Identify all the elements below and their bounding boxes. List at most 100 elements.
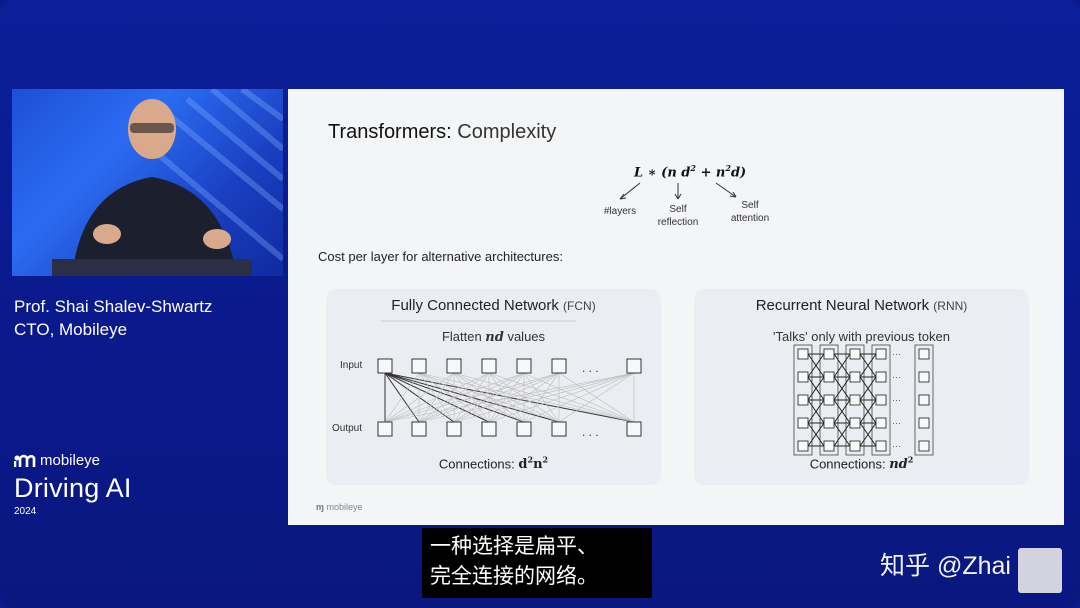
rnn-node — [918, 371, 930, 383]
rnn-connection — [859, 376, 877, 401]
corner-overlay — [1018, 548, 1062, 593]
slide-logo-icon: ɱ — [316, 502, 325, 512]
fcn-ellipsis-bottom: . . . — [582, 425, 599, 439]
fcn-output-node — [377, 421, 393, 437]
rnn-subtitle: 'Talks' only with previous token — [773, 329, 950, 344]
brand-block: mobileye Driving AI 2024 — [14, 452, 132, 517]
fcn-input-node — [516, 358, 532, 374]
rnn-ellipsis: ··· — [892, 372, 901, 382]
rnn-node — [849, 371, 861, 383]
fcn-output-node — [516, 421, 532, 437]
brand-year: 2024 — [14, 506, 37, 517]
rnn-title: Recurrent Neural Network (RNN) — [755, 297, 968, 314]
fcn-output-node — [481, 421, 497, 437]
fcn-input-node — [481, 358, 497, 374]
speaker-video — [12, 89, 283, 276]
fcn-input-node — [411, 358, 427, 374]
speaker-name: Prof. Shai Shalev-Shwartz — [14, 297, 213, 316]
rnn-node — [875, 394, 887, 406]
fcn-connection — [384, 372, 525, 423]
rnn-node — [875, 440, 887, 452]
fcn-connection — [453, 372, 560, 423]
rnn-connection — [807, 376, 825, 401]
rnn-diagram: ··············· — [793, 344, 934, 456]
fcn-subtitle: Flatten nd values — [441, 329, 546, 345]
rnn-connection — [807, 422, 825, 447]
fcn-connection — [453, 372, 635, 423]
speaker-caption: Prof. Shai Shalev-Shwartz CTO, Mobileye — [14, 295, 212, 341]
cost-per-layer-text: Cost per layer for alternative architect… — [318, 249, 563, 264]
fcn-connection — [488, 372, 635, 423]
rnn-connection — [859, 353, 877, 378]
rnn-node — [875, 348, 887, 360]
speaker-video-graphic — [52, 89, 283, 276]
rnn-ellipsis: ··· — [892, 418, 901, 428]
rnn-node — [875, 371, 887, 383]
rnn-connections: Connections: nd2 — [809, 455, 914, 473]
slide-footer-logo: ɱ mobileye — [316, 502, 363, 512]
fcn-connection — [384, 372, 635, 423]
formula-expression: L ∗ (n d2 + n2d) — [634, 163, 747, 181]
fcn-panel: Fully Connected Network (FCN) Flatten nd… — [326, 289, 661, 485]
slide-title-rest: Complexity — [451, 121, 557, 143]
formula-label-self-attention: Self attention — [730, 200, 770, 224]
subtitle-caption: 一种选择是扁平、 完全连接的网络。 — [422, 528, 652, 598]
rnn-node — [797, 348, 809, 360]
rnn-node — [797, 394, 809, 406]
rnn-ellipsis: ··· — [892, 395, 901, 405]
rnn-node — [849, 417, 861, 429]
fcn-connection — [384, 372, 420, 423]
rnn-node — [797, 417, 809, 429]
rnn-connection — [833, 353, 851, 378]
fcn-connection — [418, 372, 560, 423]
rnn-connection — [833, 399, 851, 424]
rnn-connection — [833, 422, 851, 447]
slide-title-main: Transformers: — [328, 121, 452, 143]
rnn-node — [849, 440, 861, 452]
fcn-output-label: Output — [332, 423, 363, 434]
rnn-node — [918, 348, 930, 360]
fcn-connection — [384, 372, 455, 423]
fcn-connections: Connections: d2n2 — [438, 455, 549, 473]
speaker-role: CTO, Mobileye — [14, 320, 128, 339]
formula-label-layers: #layers — [603, 206, 637, 217]
rnn-node — [849, 348, 861, 360]
fcn-title: Fully Connected Network (FCN) — [391, 297, 596, 314]
mobileye-logo: mobileye — [14, 452, 132, 469]
rnn-connection — [833, 376, 851, 401]
rnn-node — [918, 417, 930, 429]
fcn-input-node — [377, 358, 393, 374]
zhihu-watermark: 知乎 @Zhai — [880, 552, 1011, 580]
slide-title: Transformers: Complexity — [328, 121, 556, 144]
fcn-input-node — [446, 358, 462, 374]
rnn-connection — [807, 353, 825, 378]
rnn-node — [823, 371, 835, 383]
fcn-connection — [384, 372, 560, 423]
rnn-node — [823, 417, 835, 429]
fcn-connection — [418, 372, 635, 423]
rnn-node — [823, 348, 835, 360]
fcn-connection — [488, 372, 560, 423]
fcn-input-node — [626, 358, 642, 374]
rnn-node — [875, 417, 887, 429]
rnn-column-frame — [914, 344, 934, 456]
rnn-node — [797, 371, 809, 383]
formula-label-self-reflection: Self reflection — [657, 204, 699, 228]
rnn-connection — [859, 422, 877, 447]
fcn-output-node — [446, 421, 462, 437]
rnn-panel: Recurrent Neural Network (RNN) 'Talks' o… — [694, 289, 1029, 485]
rnn-ellipsis: ··· — [892, 441, 901, 451]
rnn-node — [797, 440, 809, 452]
fcn-ellipsis-top: . . . — [582, 361, 599, 375]
fcn-output-node — [626, 421, 642, 437]
rnn-node — [918, 440, 930, 452]
presentation-slide: Transformers: Complexity L ∗ (n d2 + n2d… — [288, 89, 1064, 525]
rnn-connection — [859, 399, 877, 424]
fcn-output-node — [551, 421, 567, 437]
complexity-formula: L ∗ (n d2 + n2d) #layers Self reflection… — [578, 159, 778, 229]
subtitle-line-2: 完全连接的网络。 — [430, 565, 598, 588]
formula-arrows — [619, 182, 737, 200]
mobileye-logo-text: mobileye — [40, 452, 101, 469]
rnn-node — [823, 440, 835, 452]
